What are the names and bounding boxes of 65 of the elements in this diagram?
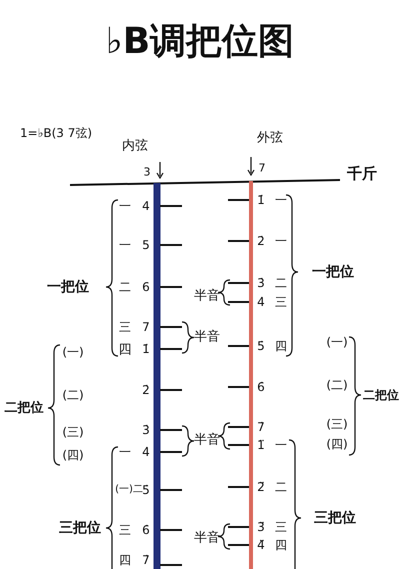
note-number: 4̇ (257, 296, 265, 308)
title: ♭B调把位图 (106, 24, 294, 60)
note-number: 2̈ (257, 481, 265, 493)
finger-number: 二 (275, 481, 287, 493)
finger-number: 四 (275, 539, 287, 551)
finger-number: (四) (62, 449, 84, 461)
note-number: 5̇ (142, 484, 150, 496)
note-number: 5 (142, 239, 150, 251)
finger-number: (四) (326, 438, 348, 450)
open-string-note: 3 (144, 166, 150, 178)
position-label: 一把位 (47, 280, 89, 294)
note-number: 2̇ (257, 235, 265, 247)
finger-number: 三 (119, 321, 131, 333)
half-step-label: 半音 (194, 532, 220, 544)
position-label: 二把位 (363, 389, 399, 401)
note-number: 3̇ (142, 424, 150, 436)
finger-number: 四 (275, 340, 287, 352)
finger-number: 一 (275, 235, 287, 247)
finger-number: 二 (119, 281, 131, 293)
finger-number: 三 (275, 521, 287, 533)
finger-number: (三) (326, 418, 348, 430)
note-number: 1̇ (257, 194, 265, 206)
note-number: 6̇ (257, 381, 265, 393)
finger-number: 一 (119, 446, 131, 458)
position-label: 二把位 (4, 402, 44, 414)
note-number: 5̇ (257, 340, 265, 352)
finger-number: (二) (326, 379, 348, 391)
finger-number: (三) (62, 426, 84, 438)
note-number: 7̇ (142, 554, 150, 566)
finger-number: (一) (326, 336, 348, 348)
finger-number: 三 (119, 524, 131, 536)
note-number: 1̇ (142, 343, 150, 355)
note-number: 3̇ (257, 277, 265, 289)
finger-number: (一) (62, 346, 84, 358)
note-number: 2̇ (142, 384, 150, 396)
finger-number: 二 (275, 277, 287, 289)
note-number: 7̇ (257, 421, 265, 433)
key-signature: 1=♭B(3 7弦) (20, 127, 92, 139)
open-string-note: 7 (258, 162, 266, 174)
note-number: 3̈ (257, 521, 265, 533)
position-label: 三把位 (314, 511, 356, 525)
finger-number: (一)二 (115, 485, 143, 495)
position-label: 三把位 (59, 521, 101, 535)
note-number: 1̈ (257, 439, 265, 451)
string-name: 外弦 (257, 132, 283, 144)
position-label: 一把位 (312, 265, 354, 279)
note-number: 7 (142, 321, 150, 333)
note-number: 6̇ (142, 524, 150, 536)
finger-number: 四 (119, 554, 131, 566)
finger-number: (二) (62, 389, 84, 401)
string-name: 内弦 (122, 140, 148, 152)
note-number: 6 (142, 281, 150, 293)
finger-number: 四 (118, 344, 132, 356)
half-step-label: 半音 (194, 290, 220, 302)
note-number: 4̇ (142, 446, 150, 458)
note-number: 4 (142, 200, 150, 212)
nut-label: 千斤 (347, 166, 377, 182)
note-number: 4̈ (257, 539, 265, 551)
finger-number: 一 (119, 200, 131, 212)
finger-number: 一 (275, 439, 287, 451)
finger-number: 一 (275, 194, 287, 206)
half-step-label: 半音 (194, 434, 220, 446)
finger-number: 一 (119, 239, 131, 251)
finger-number: 三 (275, 296, 287, 308)
half-step-label: 半音 (194, 330, 220, 344)
